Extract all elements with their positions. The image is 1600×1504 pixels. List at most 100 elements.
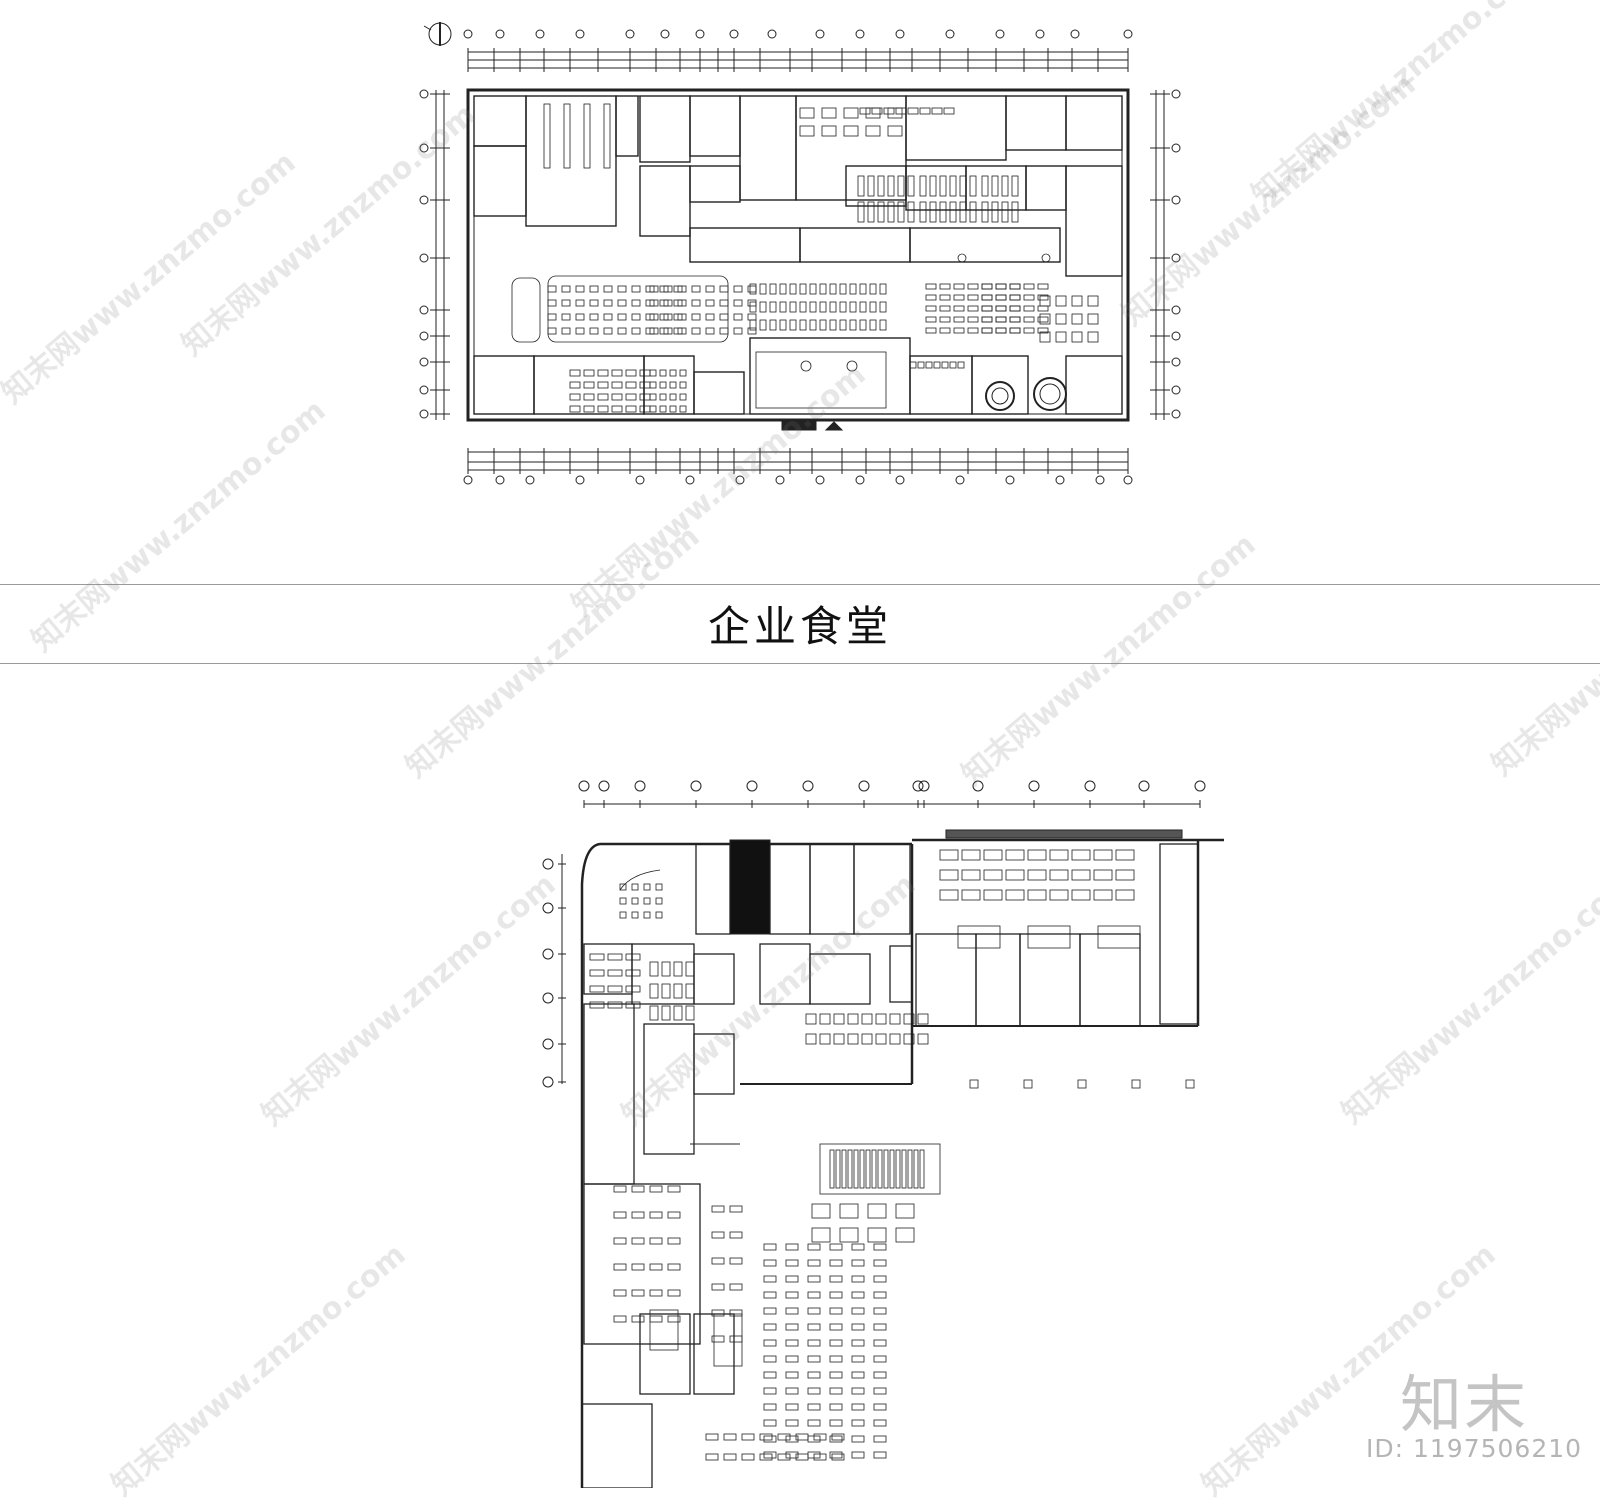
stair-step xyxy=(895,1149,901,1189)
dining-table xyxy=(925,283,937,290)
dining-table xyxy=(851,1355,865,1363)
dining-table xyxy=(851,1275,865,1283)
dining-table xyxy=(1071,889,1091,901)
dining-table xyxy=(729,1257,743,1265)
lobby-outline xyxy=(755,351,887,409)
counter xyxy=(859,107,871,115)
equipment xyxy=(981,201,989,223)
room-outline xyxy=(631,943,695,1005)
dining-table xyxy=(603,285,613,293)
equipment xyxy=(1001,201,1009,223)
dining-table xyxy=(547,327,557,335)
dining-table xyxy=(873,1275,887,1283)
dining-table xyxy=(741,1433,755,1441)
grid-bubble xyxy=(575,29,585,39)
dining-table xyxy=(785,1323,799,1331)
grid-bubble xyxy=(972,780,984,792)
dining-table xyxy=(995,316,1007,323)
stair-step xyxy=(859,1149,865,1189)
dining-table xyxy=(1009,316,1021,323)
dining-table xyxy=(873,1339,887,1347)
dining-table xyxy=(785,1371,799,1379)
dining-table xyxy=(779,283,787,295)
dining-table xyxy=(829,1307,843,1315)
grid-bubble xyxy=(525,475,535,485)
grid-bubble xyxy=(729,29,739,39)
grid-bubble xyxy=(419,357,429,367)
dining-table xyxy=(719,299,729,307)
equipment xyxy=(1011,201,1019,223)
grid-bubble xyxy=(955,475,965,485)
dining-table xyxy=(631,299,641,307)
dining-table xyxy=(723,1453,737,1461)
dining-table xyxy=(741,1453,755,1461)
dining-table xyxy=(613,1289,627,1297)
dining-table xyxy=(561,327,571,335)
equipment xyxy=(1011,175,1019,197)
shelf xyxy=(603,103,611,169)
counter xyxy=(931,107,943,115)
service-counter xyxy=(811,1227,831,1243)
dining-table xyxy=(711,1309,725,1317)
dining-table xyxy=(659,393,667,401)
dining-table xyxy=(981,283,993,290)
grid-bubble xyxy=(419,253,429,263)
dining-table xyxy=(981,327,993,334)
page-title: 企业食堂 xyxy=(707,602,892,651)
dining-table xyxy=(1049,849,1069,861)
dining-table xyxy=(1027,889,1047,901)
dining-table xyxy=(995,316,1007,323)
grid-bubble xyxy=(815,475,825,485)
dining-table xyxy=(759,319,767,331)
room-outline xyxy=(695,843,731,935)
room-outline xyxy=(809,953,871,1005)
equipment xyxy=(685,983,695,999)
dining-table xyxy=(807,1307,821,1315)
dining-table xyxy=(829,1339,843,1347)
dining-table xyxy=(777,1453,791,1461)
dining-table xyxy=(1009,305,1021,312)
dining-table xyxy=(631,285,641,293)
equipment xyxy=(949,201,957,223)
dining-table xyxy=(547,285,557,293)
round-table xyxy=(643,897,651,905)
dining-table xyxy=(763,1403,777,1411)
dining-table xyxy=(1027,869,1047,881)
dining-table xyxy=(861,1013,873,1025)
dining-table xyxy=(705,1453,719,1461)
dining-table xyxy=(819,319,827,331)
dining-table xyxy=(795,1453,809,1461)
grid-bubble xyxy=(775,475,785,485)
dining-table xyxy=(995,294,1007,301)
room-outline xyxy=(689,165,741,203)
dining-table xyxy=(939,294,951,301)
dining-table xyxy=(733,285,743,293)
stair-step xyxy=(877,1149,883,1189)
dining-table xyxy=(1009,316,1021,323)
dining-table xyxy=(679,405,687,413)
dining-table xyxy=(589,327,599,335)
column xyxy=(846,360,858,372)
service-counter xyxy=(895,1203,915,1219)
dining-table xyxy=(611,405,623,413)
dining-table xyxy=(981,305,993,312)
dining-table xyxy=(829,1403,843,1411)
dining-table xyxy=(873,1387,887,1395)
counter xyxy=(895,107,907,115)
dining-table xyxy=(763,1307,777,1315)
dining-table xyxy=(747,327,757,335)
dining-table xyxy=(649,1211,663,1219)
dining-table xyxy=(1009,294,1021,301)
dining-table xyxy=(839,283,847,295)
grid-bubble xyxy=(1171,89,1181,99)
round-table xyxy=(619,911,627,919)
dining-table xyxy=(785,1355,799,1363)
dining-table xyxy=(763,1243,777,1251)
dining-table xyxy=(939,283,951,290)
equipment xyxy=(867,175,875,197)
dining-table xyxy=(873,1371,887,1379)
dining-table xyxy=(617,299,627,307)
stair-step xyxy=(841,1149,847,1189)
dining-table xyxy=(813,1453,827,1461)
dining-table xyxy=(667,1263,681,1271)
